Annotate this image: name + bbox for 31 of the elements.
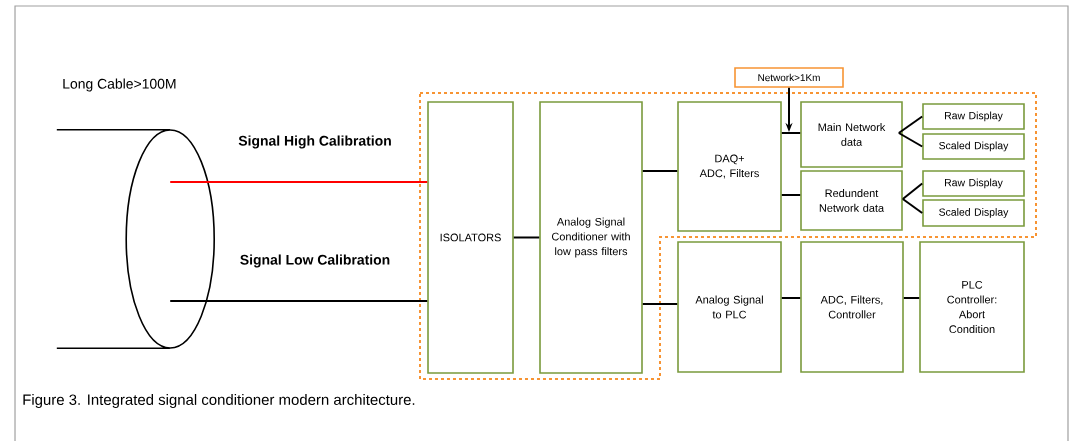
connector-line bbox=[641, 170, 679, 172]
connector-line bbox=[512, 236, 541, 239]
process-box: Main Network data bbox=[800, 101, 903, 168]
connector-line bbox=[902, 297, 921, 299]
connector-line bbox=[780, 297, 802, 299]
figure-caption: Figure 3. Integrated signal conditioner modern architecture. bbox=[23, 394, 415, 408]
edge-label: Signal High Calibration bbox=[238, 135, 391, 149]
cable-label: Long Cable>100M bbox=[63, 78, 176, 92]
connector-line bbox=[780, 194, 802, 196]
process-box: Redundent Network data bbox=[800, 170, 903, 231]
process-box: Scaled Display bbox=[922, 199, 1025, 227]
process-box: ISOLATORS bbox=[427, 101, 514, 374]
connector-line bbox=[901, 198, 924, 214]
process-box: DAQ+ ADC, Filters bbox=[677, 101, 782, 232]
wire bbox=[169, 300, 429, 302]
process-box: ADC, Filters, Controller bbox=[800, 241, 904, 373]
connector-line bbox=[901, 182, 924, 200]
edge-label: Signal Low Calibration bbox=[240, 254, 390, 268]
connector-line bbox=[780, 132, 802, 134]
process-box: PLC Controller: Abort Condition bbox=[919, 241, 1025, 373]
process-box: Analog Signal Conditioner with low pass filters bbox=[539, 101, 643, 374]
process-box: Scaled Display bbox=[922, 133, 1025, 160]
process-box: Raw Display bbox=[922, 170, 1025, 197]
cable-drawing bbox=[56, 129, 215, 349]
wire bbox=[169, 181, 429, 183]
connector-line bbox=[641, 303, 679, 305]
process-box: Raw Display bbox=[922, 103, 1025, 130]
connector-line bbox=[897, 132, 924, 148]
label-box: Network>1Km bbox=[734, 67, 844, 88]
process-box: Analog Signal to PLC bbox=[677, 241, 782, 373]
connector-line bbox=[897, 115, 924, 134]
